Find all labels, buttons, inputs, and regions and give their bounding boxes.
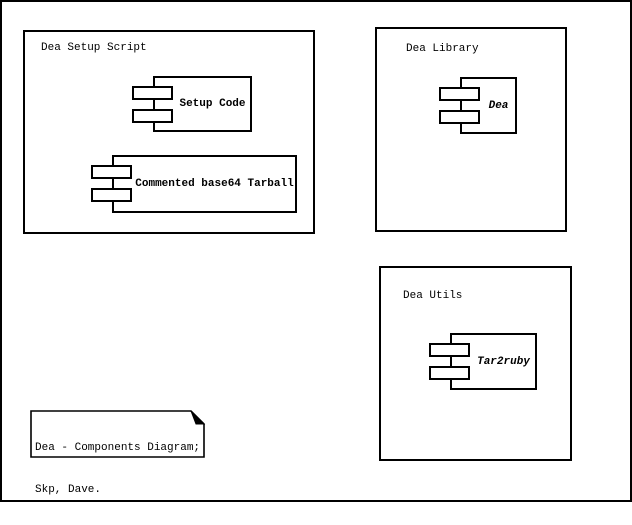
package-title: Dea Library bbox=[406, 43, 479, 55]
component-name: Dea bbox=[460, 77, 517, 134]
component-name: Tar2ruby bbox=[450, 333, 537, 390]
note-text-line: Dea - Components Diagram; bbox=[35, 442, 201, 454]
component-name: Commented base64 Tarball bbox=[112, 155, 297, 213]
component-dea[interactable]: Dea bbox=[439, 77, 517, 134]
component-tab-icon bbox=[132, 86, 173, 100]
component-tab-icon bbox=[132, 109, 173, 123]
note-text: Dea - Components Diagram; Skp, Dave. bbox=[35, 413, 200, 525]
note[interactable]: Dea - Components Diagram; Skp, Dave. bbox=[30, 410, 206, 496]
component-tab-icon bbox=[439, 110, 480, 124]
component-tab-icon bbox=[429, 366, 470, 380]
note-shape bbox=[30, 410, 206, 458]
package-title: Dea Setup Script bbox=[41, 42, 147, 54]
component-tab-icon bbox=[91, 165, 132, 179]
component-tab-icon bbox=[439, 87, 480, 101]
package-dea-utils[interactable]: Dea Utils Tar2ruby bbox=[379, 266, 572, 461]
note-text-line: Skp, Dave. bbox=[35, 484, 102, 496]
uml-component-diagram: Dea Setup Script Setup Code Commented ba… bbox=[0, 0, 632, 502]
package-dea-library[interactable]: Dea Library Dea bbox=[375, 27, 567, 232]
component-tar2ruby[interactable]: Tar2ruby bbox=[429, 333, 537, 390]
component-setup-code[interactable]: Setup Code bbox=[132, 76, 252, 132]
component-commented-base64-tarball[interactable]: Commented base64 Tarball bbox=[91, 155, 297, 213]
component-tab-icon bbox=[429, 343, 470, 357]
note-fold-icon bbox=[190, 410, 206, 425]
package-title: Dea Utils bbox=[403, 290, 463, 302]
component-name: Setup Code bbox=[153, 76, 252, 132]
package-dea-setup-script[interactable]: Dea Setup Script Setup Code Commented ba… bbox=[23, 30, 315, 234]
component-tab-icon bbox=[91, 188, 132, 202]
